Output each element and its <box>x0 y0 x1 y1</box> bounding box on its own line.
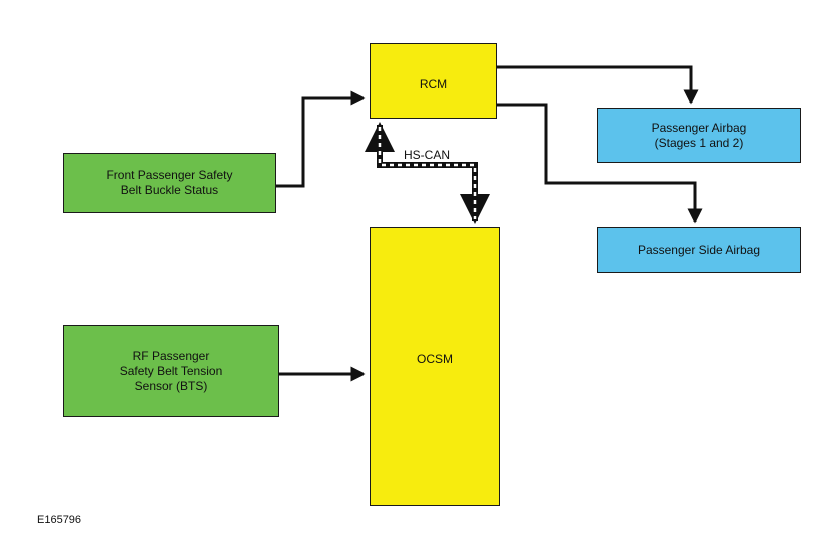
rcm-module: RCM <box>370 43 497 119</box>
passenger-airbag-output: Passenger Airbag (Stages 1 and 2) <box>597 108 801 163</box>
ocsm-module: OCSM <box>370 227 500 506</box>
rf-passenger-bts-label: RF Passenger Safety Belt Tension Sensor … <box>119 348 223 393</box>
figure-id: E165796 <box>37 514 82 526</box>
rcm-label: RCM <box>419 77 448 91</box>
passenger-side-airbag-output: Passenger Side Airbag <box>597 227 801 273</box>
rf-passenger-bts-input: RF Passenger Safety Belt Tension Sensor … <box>63 325 279 417</box>
hs-can-label: HS-CAN <box>404 148 451 162</box>
hs-can-bus-dashes <box>378 127 477 219</box>
front-passenger-belt-buckle-input: Front Passenger Safety Belt Buckle Statu… <box>63 153 276 213</box>
wire-rcm-to-passenger-airbag <box>497 65 699 105</box>
ocsm-label: OCSM <box>417 352 453 366</box>
wire-rcm-to-passenger-side-airbag <box>497 103 703 224</box>
front-passenger-belt-buckle-label: Front Passenger Safety Belt Buckle Statu… <box>106 168 233 197</box>
passenger-side-airbag-label: Passenger Side Airbag <box>637 242 761 257</box>
wire-buckle-to-rcm <box>276 90 366 188</box>
passenger-airbag-label: Passenger Airbag (Stages 1 and 2) <box>651 120 747 150</box>
hs-can-bus-outline <box>365 122 490 224</box>
